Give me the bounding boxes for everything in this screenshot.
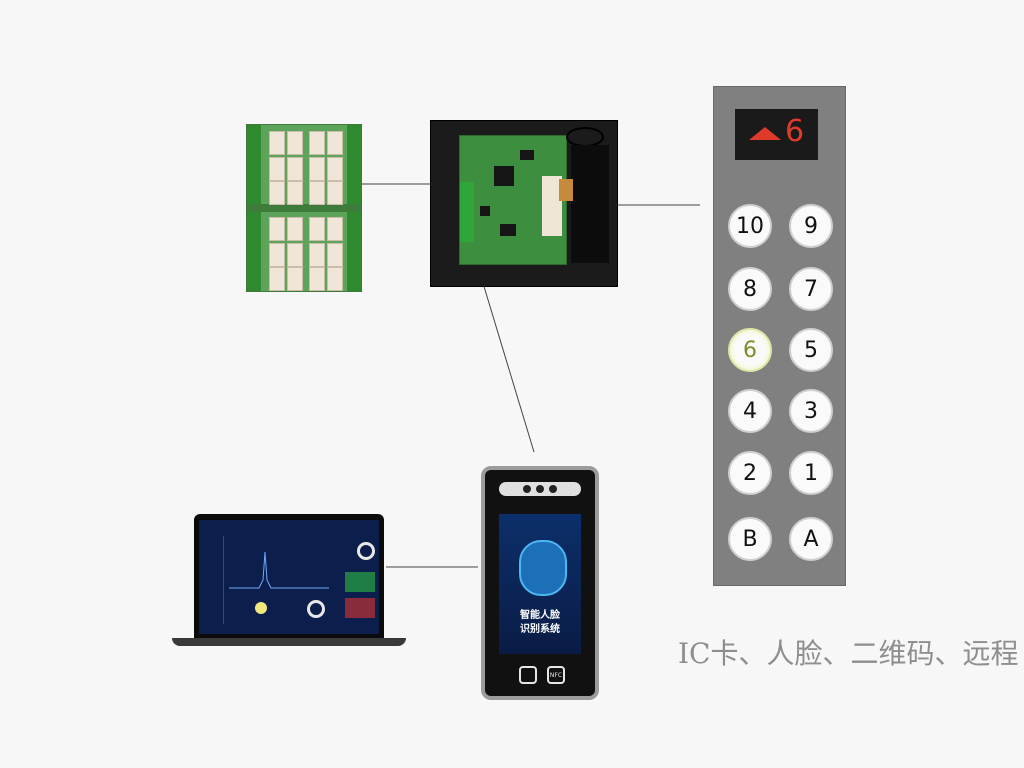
status-indicator-icon: [255, 602, 267, 614]
face-recognition-terminal: 智能人脸 识别系统 NFC: [481, 466, 599, 700]
screen-title-line2: 识别系统: [520, 624, 560, 635]
floor-button-b[interactable]: B: [728, 517, 772, 561]
nfc-button[interactable]: NFC: [547, 666, 565, 684]
camera-button[interactable]: [519, 666, 537, 684]
floor-button-7[interactable]: 7: [789, 267, 833, 311]
floor-button-2[interactable]: 2: [728, 451, 772, 495]
up-arrow-icon: [749, 127, 781, 140]
face-scan-icon: [519, 540, 567, 596]
floor-button-6[interactable]: 6: [728, 328, 772, 372]
controller-pcb: [459, 135, 567, 265]
sensor-bar: [499, 482, 581, 496]
dashboard-ui: [199, 520, 379, 634]
elevator-button-panel: 6 10 9 8 7 6 5 4 3 2 1 B A: [713, 86, 846, 586]
chip: [494, 166, 514, 186]
activity-chart-icon: [229, 551, 329, 589]
floor-display: 6: [735, 109, 818, 160]
floor-button-3[interactable]: 3: [789, 389, 833, 433]
laptop-base: [172, 638, 406, 646]
gauge-ring-icon: [307, 600, 325, 618]
floor-button-a[interactable]: A: [789, 517, 833, 561]
laptop-screen: [194, 514, 384, 640]
floor-button-5[interactable]: 5: [789, 328, 833, 372]
floor-button-10[interactable]: 10: [728, 204, 772, 248]
controller-to-terminal-line: [475, 259, 535, 453]
board-divider: [247, 204, 361, 212]
screen-title-line1: 智能人脸: [520, 610, 560, 621]
floor-button-1[interactable]: 1: [789, 451, 833, 495]
power-supply: [559, 145, 609, 263]
current-floor-number: 6: [785, 114, 805, 149]
floor-button-8[interactable]: 8: [728, 267, 772, 311]
cable-coil: [566, 127, 604, 147]
terminal-screen[interactable]: 智能人脸 识别系统: [499, 514, 581, 654]
floor-button-9[interactable]: 9: [789, 204, 833, 248]
floor-button-4[interactable]: 4: [728, 389, 772, 433]
elevator-controller-box: [430, 120, 618, 287]
gauge-ring-icon: [357, 542, 375, 560]
relay-expansion-board: [246, 124, 362, 292]
access-methods-caption: IC卡、人脸、二维码、远程: [678, 637, 1019, 670]
